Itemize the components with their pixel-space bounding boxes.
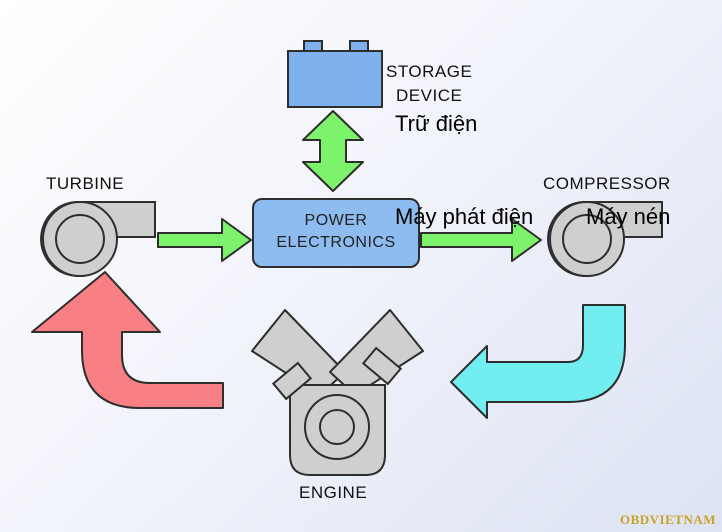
storage-label-line1: STORAGE bbox=[386, 62, 473, 81]
compressor-label-vi: Máy nén bbox=[586, 204, 671, 229]
power-electronics-box bbox=[252, 198, 420, 268]
power-electronics-line2: ELECTRONICS bbox=[276, 234, 396, 251]
power-electronics-label: POWER ELECTRONICS bbox=[253, 210, 419, 254]
storage-label-vi: Trữ điện bbox=[395, 111, 478, 136]
watermark-logo: OBDVIETNAM bbox=[619, 512, 716, 527]
storage-label: STORAGE DEVICE bbox=[386, 60, 472, 108]
generator-label-vi: Máy phát điện bbox=[395, 204, 534, 229]
engine-label: ENGINE bbox=[299, 483, 368, 502]
compressor-label: COMPRESSOR bbox=[543, 174, 671, 193]
power-electronics-line1: POWER bbox=[304, 212, 368, 229]
turbine-label: TURBINE bbox=[46, 174, 125, 193]
storage-battery-icon bbox=[287, 40, 383, 108]
engine-icon bbox=[251, 309, 424, 476]
arrow-power-to-compressor-icon bbox=[420, 218, 542, 262]
arrow-engine-to-turbine-icon bbox=[31, 271, 224, 409]
arrow-turbine-to-power-icon bbox=[157, 218, 252, 262]
arrow-compressor-to-engine-icon bbox=[450, 304, 626, 419]
double-arrow-storage-power-icon bbox=[302, 110, 364, 192]
turbine-icon bbox=[40, 200, 156, 277]
compressor-icon bbox=[547, 200, 663, 277]
storage-label-line2: DEVICE bbox=[396, 86, 463, 105]
